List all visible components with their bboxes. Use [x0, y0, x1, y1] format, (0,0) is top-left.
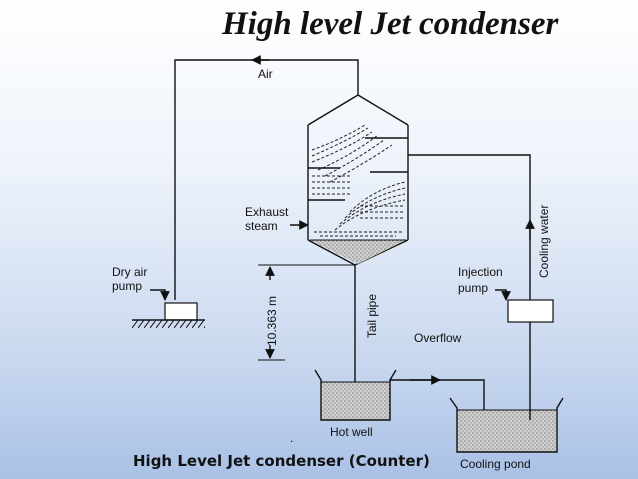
- small-mark: .: [290, 431, 293, 445]
- injection-pump: [408, 154, 554, 420]
- cooling-pond: [449, 397, 564, 453]
- height-dimension: [258, 264, 355, 361]
- overflow-label: Overflow: [414, 331, 462, 345]
- overflow-line: [390, 375, 485, 410]
- injection-pump-label: pump: [458, 281, 488, 295]
- injection-label: Injection: [458, 265, 503, 279]
- cooling-pond-label: Cooling pond: [460, 457, 531, 471]
- diagram-caption: High Level Jet condenser (Counter): [133, 452, 430, 470]
- slide-title: High level Jet condenser: [222, 6, 559, 42]
- condenser-vessel: [307, 94, 409, 266]
- tail-pipe-label: Tail pipe: [365, 294, 379, 338]
- exhaust-label: Exhaust: [245, 205, 289, 219]
- dry-air-label: Dry air: [112, 265, 147, 279]
- pump-label: pump: [112, 279, 142, 293]
- height-label: 10.363 m: [265, 296, 279, 346]
- cooling-water-label: Cooling water: [537, 205, 551, 278]
- hot-well: [314, 369, 397, 421]
- condenser-trays: [308, 137, 408, 201]
- steam-label: steam: [245, 219, 278, 233]
- air-label: Air: [258, 67, 273, 81]
- dry-air-pump: [132, 289, 205, 328]
- water-spray-pattern: [311, 124, 406, 237]
- air-line: [174, 55, 359, 300]
- hot-well-label: Hot well: [330, 425, 373, 439]
